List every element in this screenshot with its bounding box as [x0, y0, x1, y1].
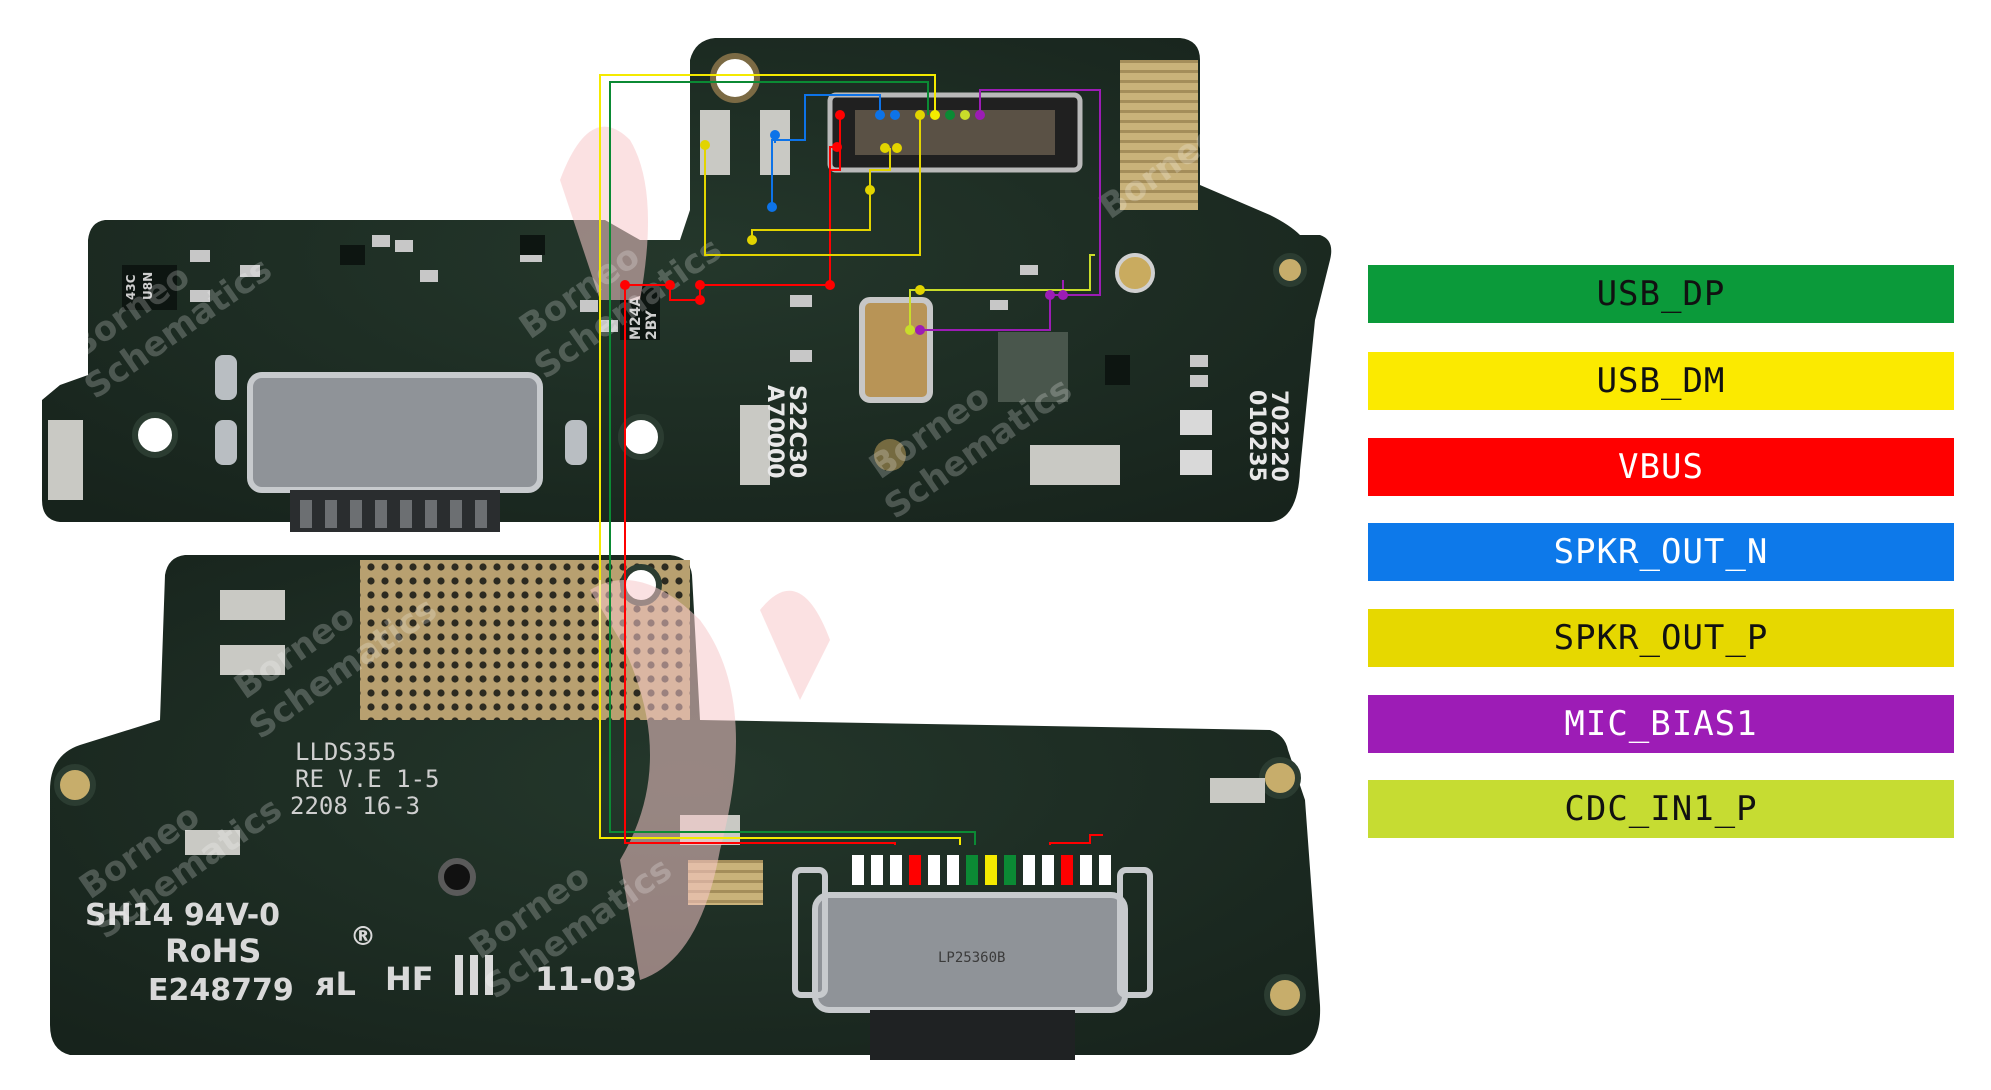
marking-line3: 2208 16-3	[290, 792, 420, 820]
usb-pin	[947, 855, 959, 885]
mount-hole	[132, 412, 178, 458]
usb-pin	[1099, 855, 1111, 885]
marking-hf: HF	[385, 960, 434, 998]
legend-label: VBUS	[1618, 447, 1704, 487]
gold-test-pad	[1259, 757, 1301, 799]
usb-pin	[966, 855, 978, 885]
legend-item-usb-dm: USB_DM	[1368, 352, 1954, 410]
spring-contact	[185, 830, 240, 855]
vibration-screw	[438, 858, 476, 896]
legend-item-cdc-in1-p: CDC_IN1_P	[1368, 780, 1954, 838]
usb-pin	[1080, 855, 1092, 885]
spring-contact	[220, 645, 285, 675]
marking-file: E248779	[148, 973, 294, 1008]
gold-test-pad	[54, 764, 96, 806]
usb-pin	[1042, 855, 1054, 885]
trace-spkr-n	[771, 94, 881, 207]
usb-c-connector-bottom: LP25360B	[792, 867, 1153, 1060]
top-board: 43C U8N M24A 2BY S22C30 A70000 702220 01…	[42, 38, 1332, 532]
gold-test-pad	[1264, 974, 1306, 1016]
marking-line1: LLDS355	[295, 738, 396, 766]
trace-usb-dm	[599, 74, 961, 845]
legend-label: MIC_BIAS1	[1564, 704, 1758, 744]
legend-item-usb-dp: USB_DP	[1368, 265, 1954, 323]
marking-flame: SH14 94V-0	[85, 898, 280, 933]
connector-marking: LP25360B	[938, 950, 1005, 966]
rf-mark-icon	[485, 955, 493, 995]
marking-u8n: U8N	[141, 272, 155, 300]
fpc-connector	[827, 92, 1083, 173]
legend-item-mic-bias1: MIC_BIAS1	[1368, 695, 1954, 753]
legend-label: USB_DM	[1596, 361, 1726, 401]
microphone	[859, 297, 933, 403]
trace-cdc-in1	[909, 254, 1095, 330]
registered-mark: ®	[350, 922, 376, 952]
legend-label: USB_DP	[1596, 274, 1726, 314]
legend-label: CDC_IN1_P	[1564, 789, 1758, 829]
mount-hole	[618, 414, 664, 460]
marking-a70000: A70000	[762, 385, 787, 479]
square-pad	[1180, 410, 1212, 435]
usb-pin	[909, 855, 921, 885]
spring-contact	[740, 405, 770, 485]
marking-date: 11-03	[535, 960, 637, 998]
marking-010235: 010235	[1244, 390, 1269, 482]
test-points	[620, 110, 1068, 335]
side-pad	[215, 355, 237, 400]
trace-usb-dp	[609, 81, 976, 845]
usb-pin	[890, 855, 902, 885]
legend-item-spkr-out-p: SPKR_OUT_P	[1368, 609, 1954, 667]
spring-contact	[1030, 445, 1120, 485]
gold-test-pad	[874, 439, 906, 471]
legend-item-spkr-out-n: SPKR_OUT_N	[1368, 523, 1954, 581]
ul-logo: ᴙL	[315, 965, 356, 1003]
marking-rohs: RoHS	[165, 932, 261, 970]
trace-vbus-dn	[1049, 834, 1103, 845]
usb-pin-row	[852, 855, 1111, 885]
side-pad	[215, 420, 237, 465]
legend-label: SPKR_OUT_P	[1553, 618, 1769, 658]
marking-43c: 43C	[124, 274, 138, 300]
marking-2by: 2BY	[644, 309, 660, 340]
side-pad	[565, 420, 587, 465]
usb-pin	[928, 855, 940, 885]
legend-item-vbus: VBUS	[1368, 438, 1954, 496]
usb-pin	[1004, 855, 1016, 885]
trace-vbus	[624, 115, 896, 845]
usb-c-connector-top	[247, 372, 543, 532]
trace-mic-bias	[920, 89, 1101, 331]
trace-spkr-p	[751, 148, 891, 240]
spring-contact	[1210, 778, 1265, 803]
spring-contact	[220, 590, 285, 620]
marking-line2: RE V.E 1-5	[295, 765, 440, 793]
mount-hole	[710, 53, 760, 103]
legend-label: SPKR_OUT_N	[1553, 532, 1769, 572]
usb-pin	[985, 855, 997, 885]
usb-pin	[1061, 855, 1073, 885]
ic-packages	[122, 235, 1130, 385]
spring-contact	[48, 420, 83, 500]
usb-pin	[1023, 855, 1035, 885]
shield-pad	[1120, 60, 1198, 210]
usb-pin	[852, 855, 864, 885]
marking-702220: 702220	[1266, 390, 1291, 482]
trace-spkr-p-2	[704, 115, 921, 256]
datamatrix	[998, 332, 1068, 402]
rf-mark-icon	[470, 955, 478, 995]
watermark	[560, 126, 830, 980]
rf-mark-icon	[455, 955, 463, 995]
usb-pin	[871, 855, 883, 885]
marking-m24a: M24A	[628, 296, 644, 340]
square-pad	[1180, 450, 1212, 475]
signal-traces	[599, 74, 1103, 845]
marking-s22c30: S22C30	[784, 385, 809, 478]
gold-test-pad	[1273, 253, 1307, 287]
coax-connector	[1115, 253, 1155, 293]
